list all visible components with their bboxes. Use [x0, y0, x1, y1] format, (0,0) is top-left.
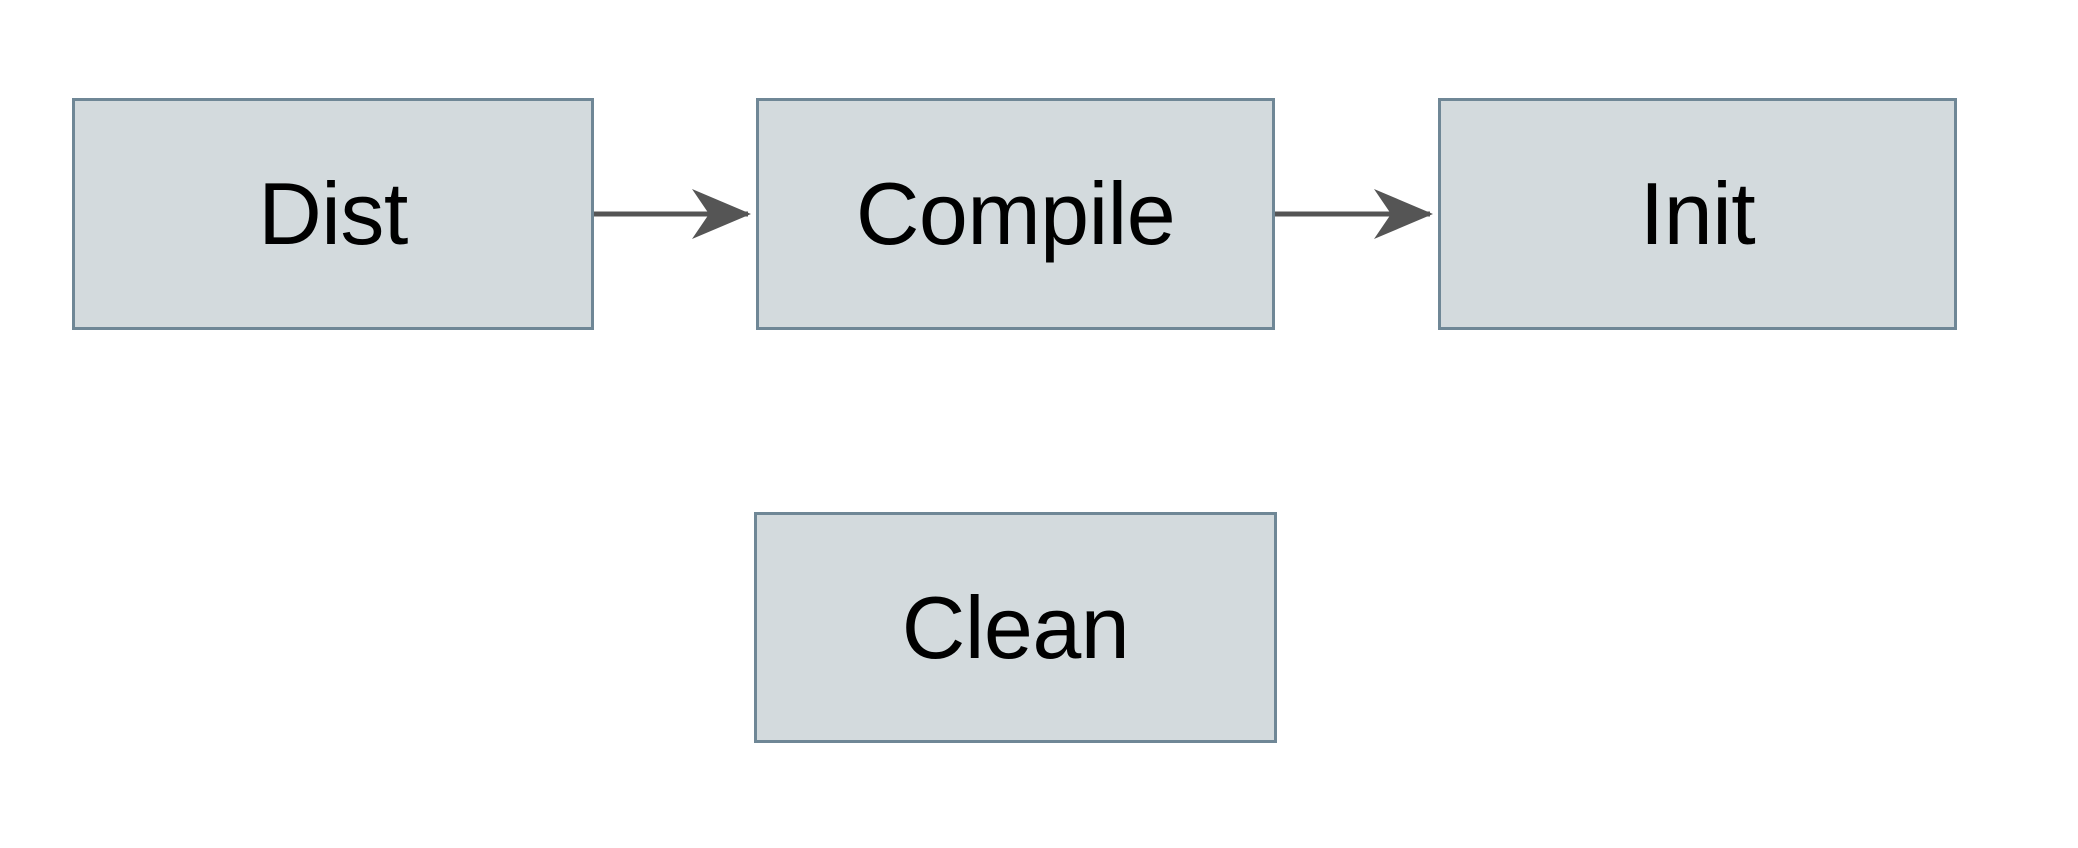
node-dist-label: Dist — [258, 164, 408, 263]
node-clean[interactable]: Clean — [754, 512, 1277, 743]
node-dist[interactable]: Dist — [72, 98, 594, 330]
node-init[interactable]: Init — [1438, 98, 1957, 330]
node-init-label: Init — [1639, 164, 1756, 263]
node-compile-label: Compile — [855, 164, 1176, 263]
node-clean-label: Clean — [901, 577, 1130, 677]
node-compile[interactable]: Compile — [756, 98, 1275, 330]
